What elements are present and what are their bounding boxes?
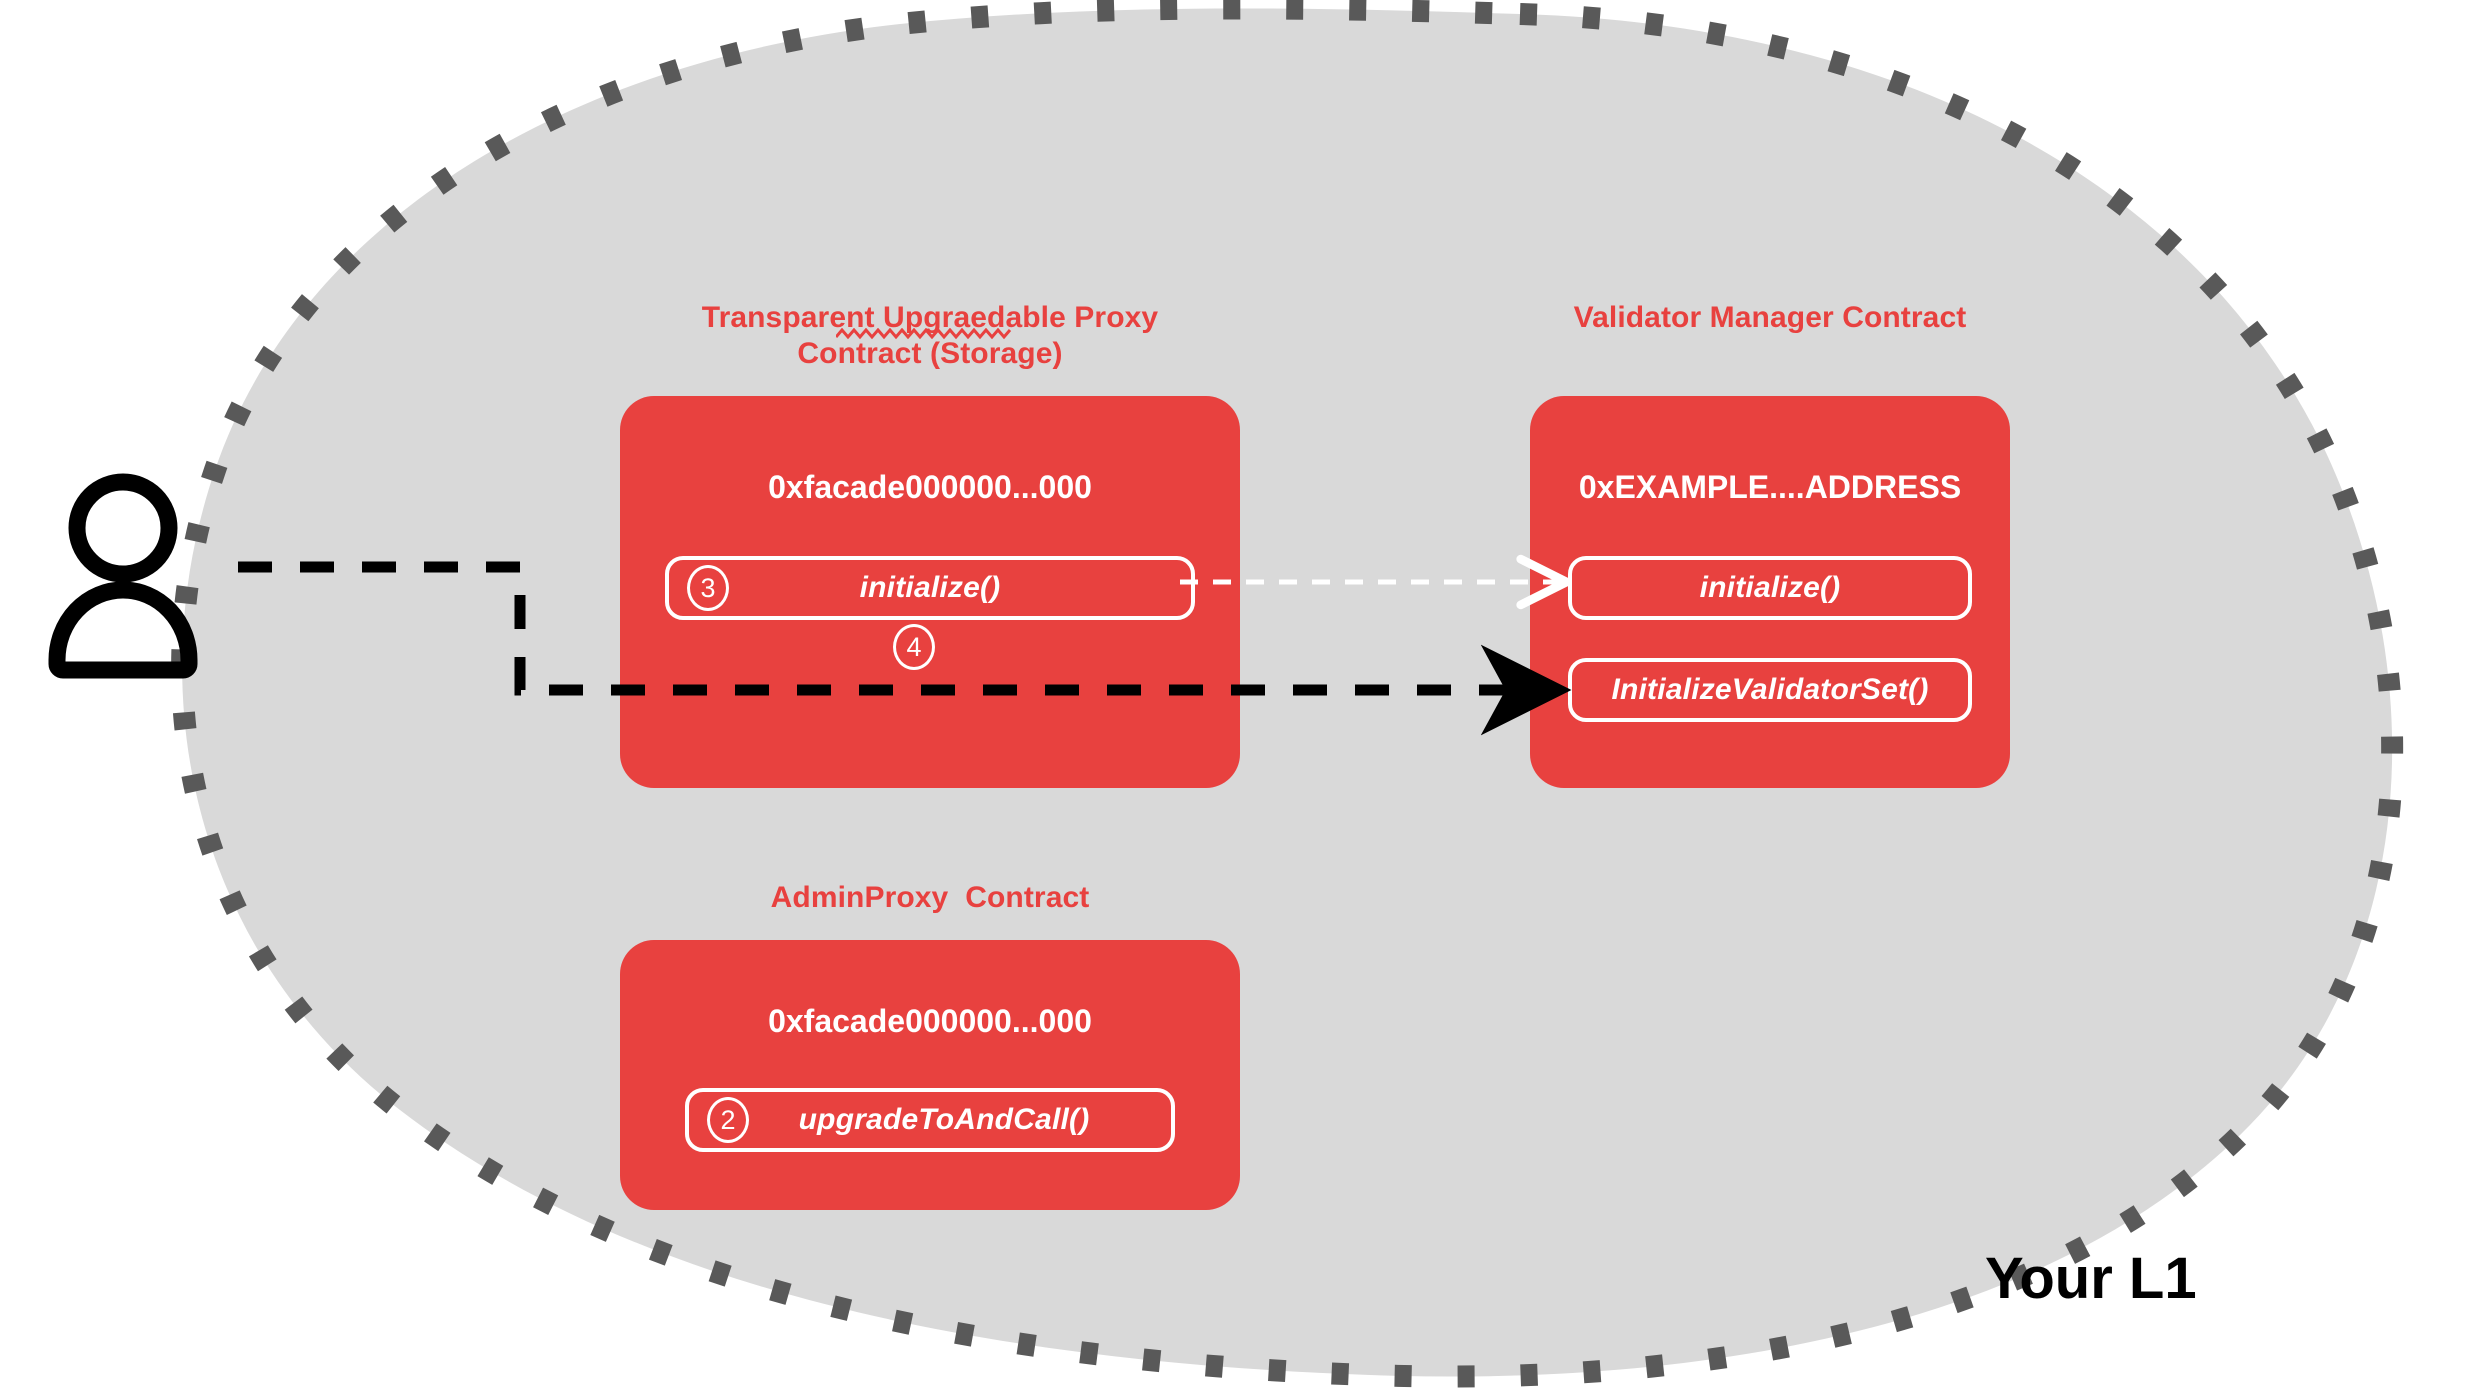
method-upgradetoandcall[interactable]: 2 upgradeToAndCall() xyxy=(685,1088,1175,1152)
admin-proxy-card[interactable]: 0xfacade000000...000 2 upgradeToAndCall(… xyxy=(620,940,1240,1210)
step-badge-4: 4 xyxy=(893,624,935,670)
admin-proxy-address: 0xfacade000000...000 xyxy=(768,1003,1092,1039)
method-initialize-vm[interactable]: initialize() xyxy=(1568,556,1972,620)
person-icon xyxy=(48,473,198,679)
method-label-initialize: initialize() xyxy=(859,571,1001,604)
validator-manager-address: 0xEXAMPLE....ADDRESS xyxy=(1578,469,1962,505)
proxy-contract-card[interactable]: 0xfacade000000...000 3 initialize() 4 xyxy=(620,396,1240,788)
user-actor xyxy=(40,460,240,680)
step-badge-2: 2 xyxy=(707,1097,749,1143)
contract-validator-manager: Validator Manager Contract 0xEXAMPLE....… xyxy=(1440,300,2100,800)
method-label-initializevalidatorset: InitializeValidatorSet() xyxy=(1611,673,1929,706)
contract-title-validator-manager: Validator Manager Contract xyxy=(1573,301,1967,334)
contract-title-admin-proxy: AdminProxy Contract xyxy=(770,881,1090,914)
method-initializevalidatorset[interactable]: InitializeValidatorSet() xyxy=(1568,658,1972,722)
edge-user-to-initializevalidatorset xyxy=(238,561,1572,736)
l1-boundary-label: Your L1 xyxy=(1985,1246,2197,1311)
proxy-address: 0xfacade000000...000 xyxy=(768,469,1092,505)
method-initialize-proxy[interactable]: 3 initialize() xyxy=(665,556,1195,620)
contract-admin-proxy: AdminProxy Contract 0xfacade000000...000… xyxy=(600,880,1260,1260)
method-label-initialize-vm: initialize() xyxy=(1699,571,1841,604)
step-badge-3: 3 xyxy=(687,565,729,611)
method-label-upgradetoandcall: upgradeToAndCall() xyxy=(798,1103,1090,1136)
validator-manager-card[interactable]: 0xEXAMPLE....ADDRESS initialize() Initia… xyxy=(1530,396,2010,788)
